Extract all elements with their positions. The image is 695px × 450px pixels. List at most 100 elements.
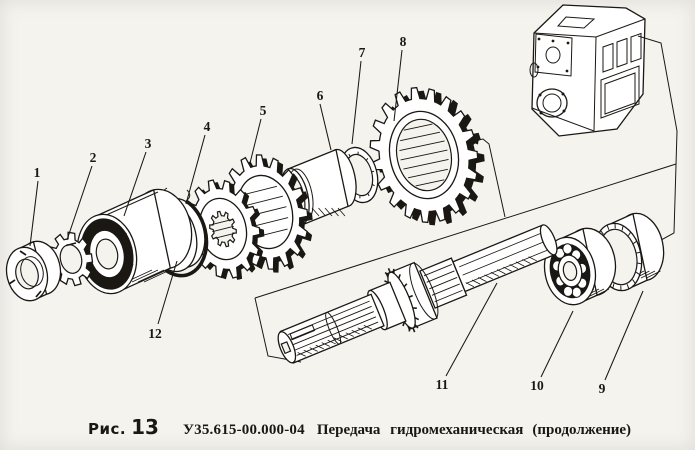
keyway bbox=[289, 324, 316, 341]
bore-spline-line bbox=[400, 131, 441, 142]
housing-window bbox=[616, 37, 628, 68]
callout-6: 6 bbox=[317, 88, 324, 103]
bore-spline-line bbox=[399, 140, 445, 151]
cup-rib bbox=[621, 225, 624, 231]
collar-tooth bbox=[408, 326, 411, 332]
shaft-hatch bbox=[315, 344, 324, 350]
shaft-hatch bbox=[509, 264, 519, 270]
callout-11: 11 bbox=[436, 377, 449, 392]
ring-notch bbox=[371, 170, 375, 173]
sleeve-hatch bbox=[337, 207, 346, 217]
arrowhead bbox=[469, 136, 479, 145]
figure-caption: Рис. 13 У35.615-00.000-04 Передача гидро… bbox=[88, 415, 631, 439]
mount-arrow bbox=[469, 136, 506, 218]
bearing-hatch bbox=[592, 288, 610, 298]
callout-5: 5 bbox=[260, 103, 267, 118]
sleeve-hatch bbox=[318, 207, 326, 217]
callout-1: 1 bbox=[34, 165, 41, 180]
cup-rib bbox=[606, 224, 610, 230]
bore-spline-line bbox=[407, 168, 448, 179]
caption-title: Передача гидромеханическая bbox=[316, 422, 524, 438]
cup-rib bbox=[635, 271, 641, 276]
shaft-end bbox=[539, 224, 558, 256]
bearing-hatch bbox=[143, 269, 171, 283]
shaft-step bbox=[325, 311, 342, 345]
shaft-hatch bbox=[490, 271, 500, 277]
housing-bore-flange bbox=[536, 88, 568, 118]
ball bbox=[562, 243, 573, 255]
cup-rib bbox=[627, 231, 632, 237]
roller bbox=[110, 278, 117, 289]
callout-3: 3 bbox=[145, 136, 152, 151]
part-gear-cluster bbox=[185, 154, 313, 280]
shaft-hatch bbox=[351, 329, 360, 335]
caption-figure-number: 13 bbox=[131, 415, 159, 439]
shaft-hatch bbox=[496, 269, 506, 275]
collar-tooth bbox=[403, 283, 408, 288]
cup-hatch bbox=[640, 270, 656, 279]
ring-notch bbox=[348, 153, 351, 157]
roller bbox=[97, 219, 104, 230]
cup-rib bbox=[633, 240, 638, 244]
callout-numbers: 1 2 3 4 5 6 7 8 9 10 11 12 bbox=[34, 34, 606, 396]
roller bbox=[98, 277, 105, 287]
collar-tooth bbox=[387, 267, 391, 273]
cup-rib bbox=[600, 230, 604, 235]
nut-slot bbox=[35, 290, 42, 298]
nut-bore-depth bbox=[20, 256, 44, 287]
rear-spline-line bbox=[241, 195, 283, 207]
ring-notch bbox=[365, 157, 369, 161]
nut-slot bbox=[8, 279, 16, 285]
spline-line bbox=[292, 311, 374, 346]
callout-4: 4 bbox=[204, 119, 211, 134]
housing-window bbox=[602, 42, 614, 73]
ring-notch bbox=[367, 193, 370, 197]
shaft-line bbox=[462, 240, 547, 276]
part-roller-bearing bbox=[76, 188, 193, 295]
shaft-hatch bbox=[471, 279, 481, 285]
callout-leaders bbox=[29, 49, 644, 381]
cup-rib bbox=[637, 262, 642, 265]
caption-part-code: У35.615-00.000-04 bbox=[182, 422, 305, 438]
collar-tooth bbox=[412, 307, 417, 309]
caption-suffix: (продолжение) bbox=[532, 422, 632, 438]
bore-spline-line bbox=[211, 219, 232, 226]
bore-spline-line bbox=[214, 232, 235, 239]
collar-tooth bbox=[408, 294, 413, 298]
shaft-hatch bbox=[321, 342, 330, 347]
callout-9: 9 bbox=[599, 381, 606, 396]
spline-line bbox=[429, 277, 458, 290]
callout-8: 8 bbox=[400, 34, 407, 49]
shaft-hatch bbox=[297, 352, 306, 357]
sleeve-hatch bbox=[331, 207, 339, 217]
collar-tooth bbox=[412, 327, 416, 333]
bore-spline-line bbox=[403, 159, 449, 170]
shaft-hatch bbox=[465, 282, 475, 288]
sleeve-hatch bbox=[324, 207, 333, 217]
shaft-hatch bbox=[303, 349, 312, 355]
callout-10: 10 bbox=[530, 378, 544, 393]
callout-7: 7 bbox=[359, 45, 366, 60]
washer-tab bbox=[65, 242, 77, 247]
bore-spline-line bbox=[212, 225, 234, 233]
part-slotted-nut bbox=[5, 240, 62, 302]
shaft-hatch bbox=[484, 274, 493, 280]
bore-spline-line bbox=[403, 123, 433, 131]
bore bbox=[95, 238, 119, 270]
shaft-hatch bbox=[357, 327, 366, 332]
shaft-hatch bbox=[309, 347, 318, 352]
ring-notch bbox=[371, 183, 375, 187]
shaft-hatch bbox=[522, 258, 531, 264]
shaft-line bbox=[459, 232, 543, 268]
key-slot bbox=[280, 341, 292, 355]
housing-top-opening bbox=[556, 16, 596, 29]
roller bbox=[109, 221, 116, 231]
cup-hatch bbox=[646, 270, 661, 279]
spline-line bbox=[296, 321, 379, 356]
bore-spline-line bbox=[415, 179, 445, 187]
spline-line bbox=[431, 283, 460, 296]
shaft-hatch bbox=[528, 256, 537, 262]
rear-spline-line bbox=[242, 185, 278, 196]
bore bbox=[562, 261, 578, 281]
roller bbox=[86, 225, 95, 236]
